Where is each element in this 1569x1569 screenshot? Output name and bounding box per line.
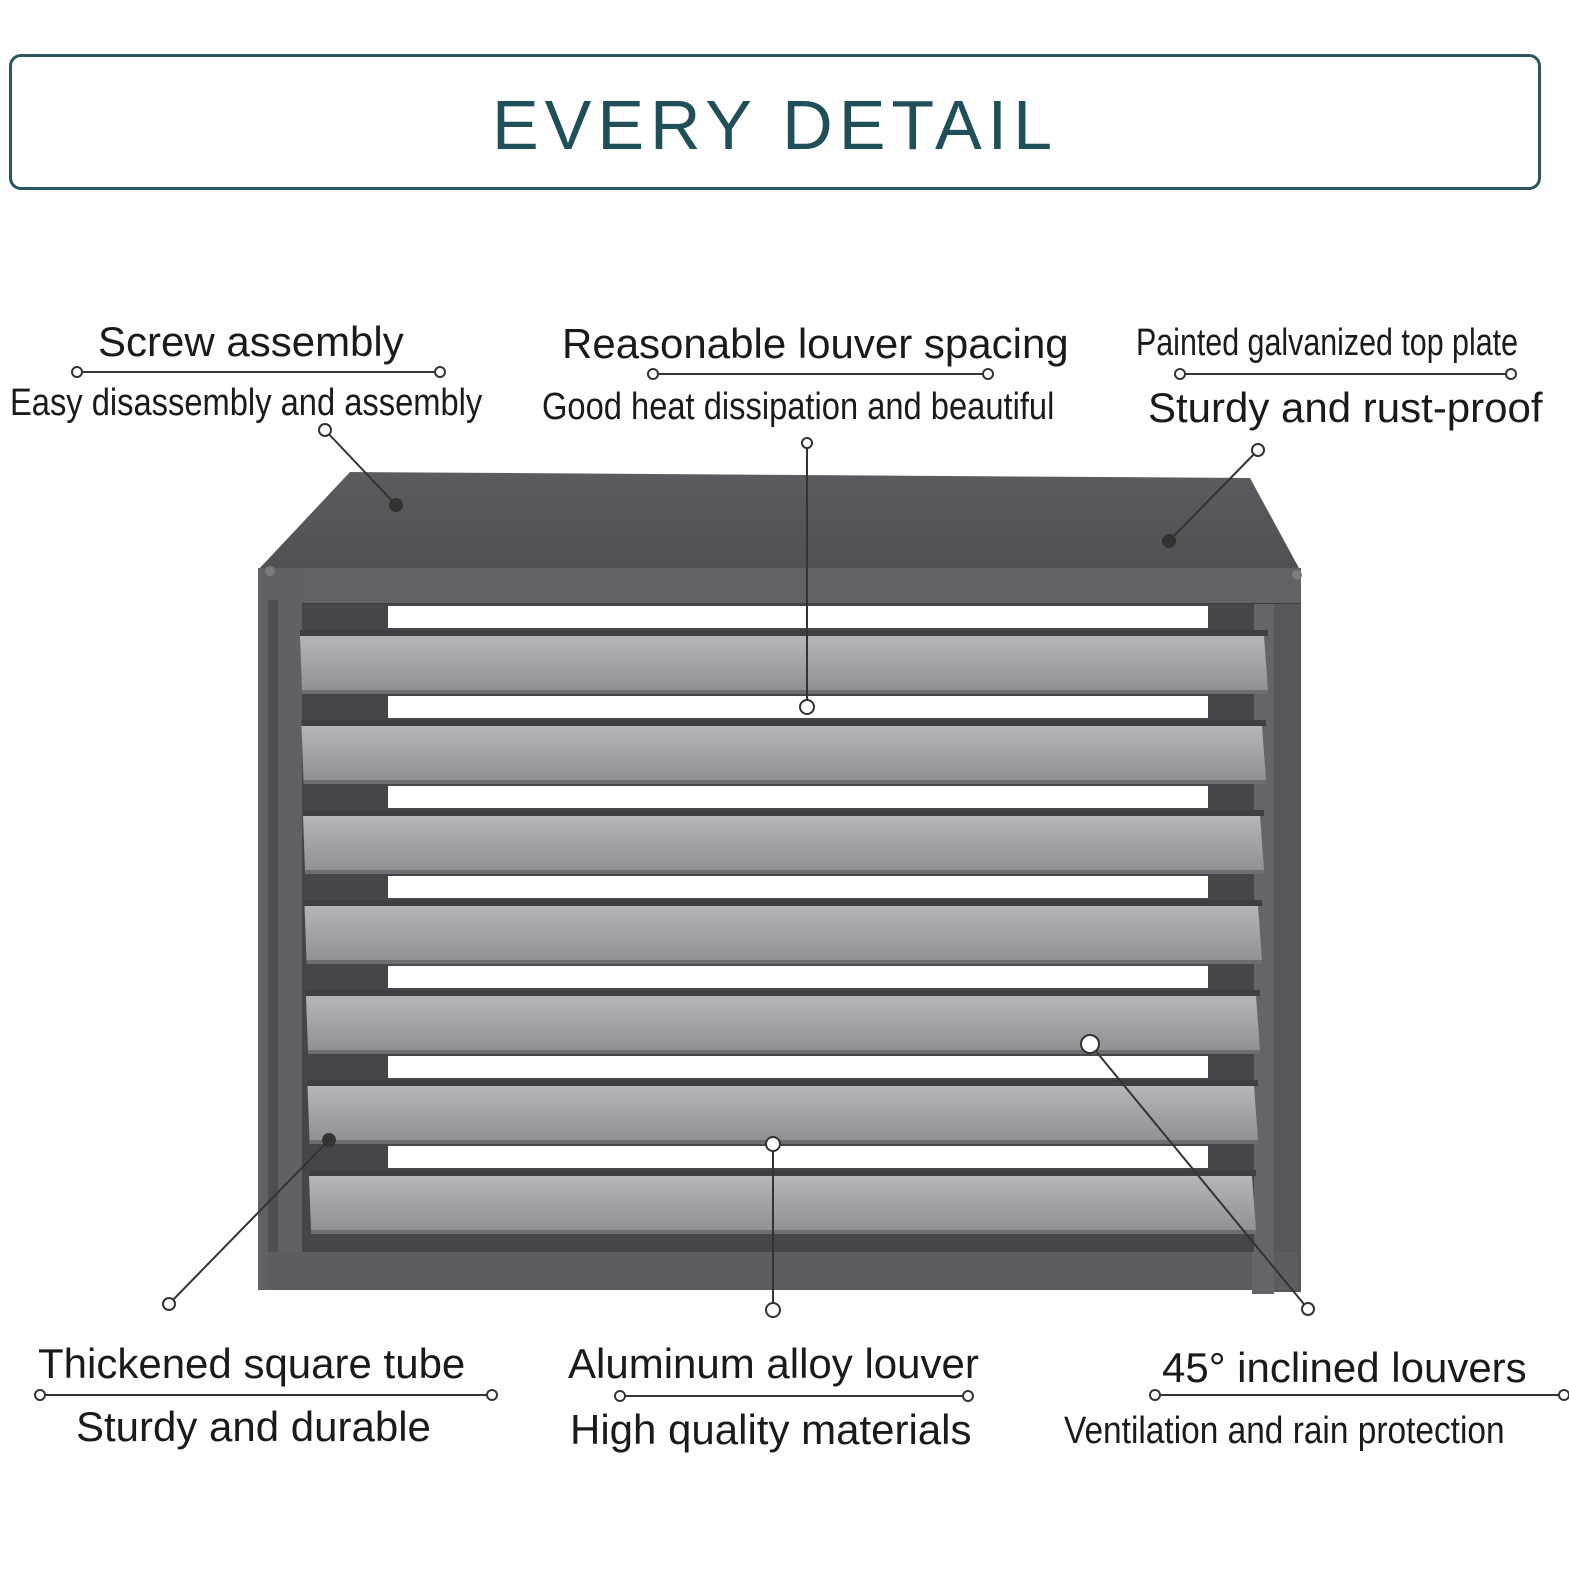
louver-group <box>300 606 1268 1234</box>
louver-shadow <box>302 690 1268 694</box>
louver-gap <box>388 606 1208 628</box>
louver-lip <box>306 990 1260 996</box>
louver-lip <box>304 900 1262 906</box>
right-side <box>1270 604 1301 1292</box>
square-tube-subtitle: Sturdy and durable <box>76 1403 431 1450</box>
louver-lip <box>307 1080 1258 1086</box>
louver-slat <box>300 636 1268 690</box>
top-plate-title: Painted galvanized top plate <box>1136 322 1518 364</box>
louver-spacing-subtitle: Good heat dissipation and beautiful <box>542 386 1055 428</box>
aluminum-louver-subtitle: High quality materials <box>570 1406 972 1453</box>
square-tube-title: Thickened square tube <box>38 1340 466 1387</box>
louver-slat <box>304 906 1262 960</box>
inclined-louvers-title: 45° inclined louvers <box>1162 1344 1527 1391</box>
louver-gap <box>388 1056 1208 1078</box>
top-plate <box>258 472 1300 570</box>
bottom-rail <box>268 1252 1298 1290</box>
louver-lip <box>309 1170 1256 1176</box>
louver-gap <box>388 876 1208 898</box>
louver-slat <box>309 1176 1256 1230</box>
louver-slat <box>306 996 1260 1050</box>
louver-lip <box>301 720 1266 726</box>
louver-shadow <box>306 960 1262 964</box>
inclined-louvers-subtitle: Ventilation and rain protection <box>1064 1410 1505 1452</box>
top-plate-subtitle: Sturdy and rust-proof <box>1148 384 1543 431</box>
louver-spacing-title: Reasonable louver spacing <box>562 320 1069 367</box>
louver-slat <box>307 1086 1258 1140</box>
left-post <box>258 568 302 1290</box>
louver-shadow <box>309 1140 1258 1144</box>
header-box: EVERY DETAIL <box>9 54 1541 190</box>
louver-shadow <box>305 870 1264 874</box>
louver-gap <box>388 1146 1208 1168</box>
screw-assembly-subtitle: Easy disassembly and assembly <box>10 382 483 424</box>
page-title: EVERY DETAIL <box>491 86 1059 164</box>
louver-lip <box>303 810 1264 816</box>
louver-gap <box>388 966 1208 988</box>
louver-slat <box>303 816 1264 870</box>
louver-gap <box>388 696 1208 718</box>
louver-slat <box>301 726 1266 780</box>
screw-assembly-title: Screw assembly <box>98 318 404 365</box>
louver-shadow <box>303 780 1266 784</box>
top-edge <box>258 568 1301 604</box>
aluminum-louver-title: Aluminum alloy louver <box>568 1340 979 1387</box>
louver-lip <box>300 630 1268 636</box>
louver-gap <box>388 786 1208 808</box>
louver-shadow <box>311 1230 1256 1234</box>
louver-shadow <box>308 1050 1260 1054</box>
